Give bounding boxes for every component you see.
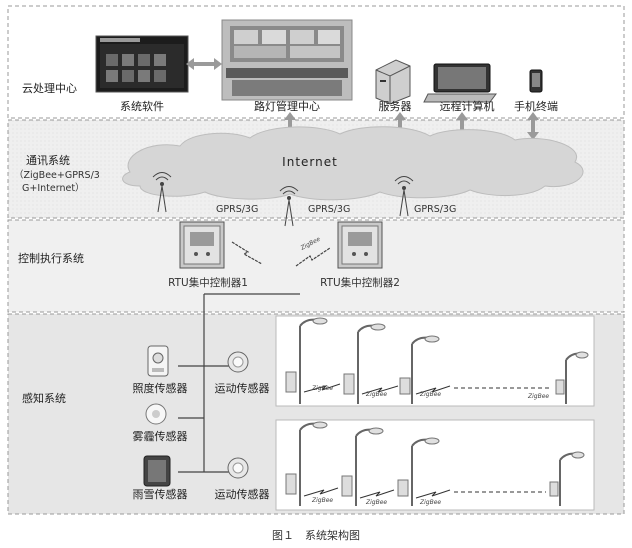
zigbee-label-p1-3: ZigBee (419, 391, 441, 398)
zigbee-label-p1-1: ZigBee (311, 385, 333, 392)
label-center: 路灯管理中心 (254, 99, 320, 113)
zigbee-label-p1-2: ZigBee (365, 391, 387, 398)
zigbee-label-p2-2: ZigBee (365, 499, 387, 506)
server-icon (375, 59, 411, 105)
antenna-icon-right (394, 176, 414, 217)
gprs-label-3: GPRS/3G (414, 204, 456, 215)
street-light-panel-2 (275, 419, 595, 511)
label-fog-sensor: 雾霾传感器 (133, 430, 188, 443)
control-center-photo (221, 19, 353, 101)
laptop-icon (423, 63, 497, 103)
rtu-controller-2-icon (337, 221, 383, 269)
rtu-controller-1-icon (179, 221, 225, 269)
internet-label: Internet (282, 155, 338, 169)
layer-label-comm: 通讯系统 (26, 154, 70, 167)
label-light-sensor: 照度传感器 (133, 381, 188, 395)
antenna-icon-middle (279, 186, 299, 227)
label-motion-sensor: 运动传感器 (215, 382, 270, 395)
software-screen-image (95, 35, 189, 93)
layer-label-cloud: 云处理中心 (22, 82, 77, 95)
zigbee-label-p2-1: ZigBee (311, 497, 333, 504)
zigbee-link-icon (231, 241, 331, 267)
figure-caption: 图１ 系统架构图 (272, 529, 360, 542)
gprs-label-1: GPRS/3G (216, 204, 258, 215)
gprs-label-2: GPRS/3G (308, 204, 350, 215)
zigbee-label-p1-4: ZigBee (527, 393, 549, 400)
fog-sensor-icon (145, 403, 167, 425)
layer-label-comm-sub2: G+Internet） (22, 182, 85, 194)
label-mobile: 手机终端 (514, 99, 558, 113)
light-sensor-icon (147, 345, 169, 377)
antenna-icon-left (152, 172, 172, 213)
motion-sensor-icon (227, 351, 249, 373)
zigbee-label-p2-3: ZigBee (419, 499, 441, 506)
label-remote-pc: 远程计算机 (440, 99, 495, 113)
double-arrow-icon (186, 58, 222, 70)
street-light-panel-1 (275, 315, 595, 407)
layer-control-box (7, 219, 625, 313)
label-rtu1: RTU集中控制器1 (168, 276, 248, 289)
internet-cloud-shape (122, 126, 584, 201)
layer-label-comm-sub1: （ZigBee+GPRS/3 (14, 169, 100, 181)
label-rtu2: RTU集中控制器2 (320, 276, 400, 289)
rain-sensor-icon (143, 455, 171, 487)
layer-label-control: 控制执行系统 (18, 251, 84, 265)
label-server: 服务器 (379, 100, 412, 113)
sensor-wiring (178, 293, 300, 473)
motion-sensor-2-icon (227, 457, 249, 479)
mobile-phone-icon (529, 69, 543, 93)
layer-label-sense: 感知系统 (22, 391, 66, 405)
label-software: 系统软件 (120, 99, 164, 113)
label-rain-sensor: 雨雪传感器 (133, 488, 188, 501)
label-motion-sensor-2: 运动传感器 (215, 488, 270, 501)
